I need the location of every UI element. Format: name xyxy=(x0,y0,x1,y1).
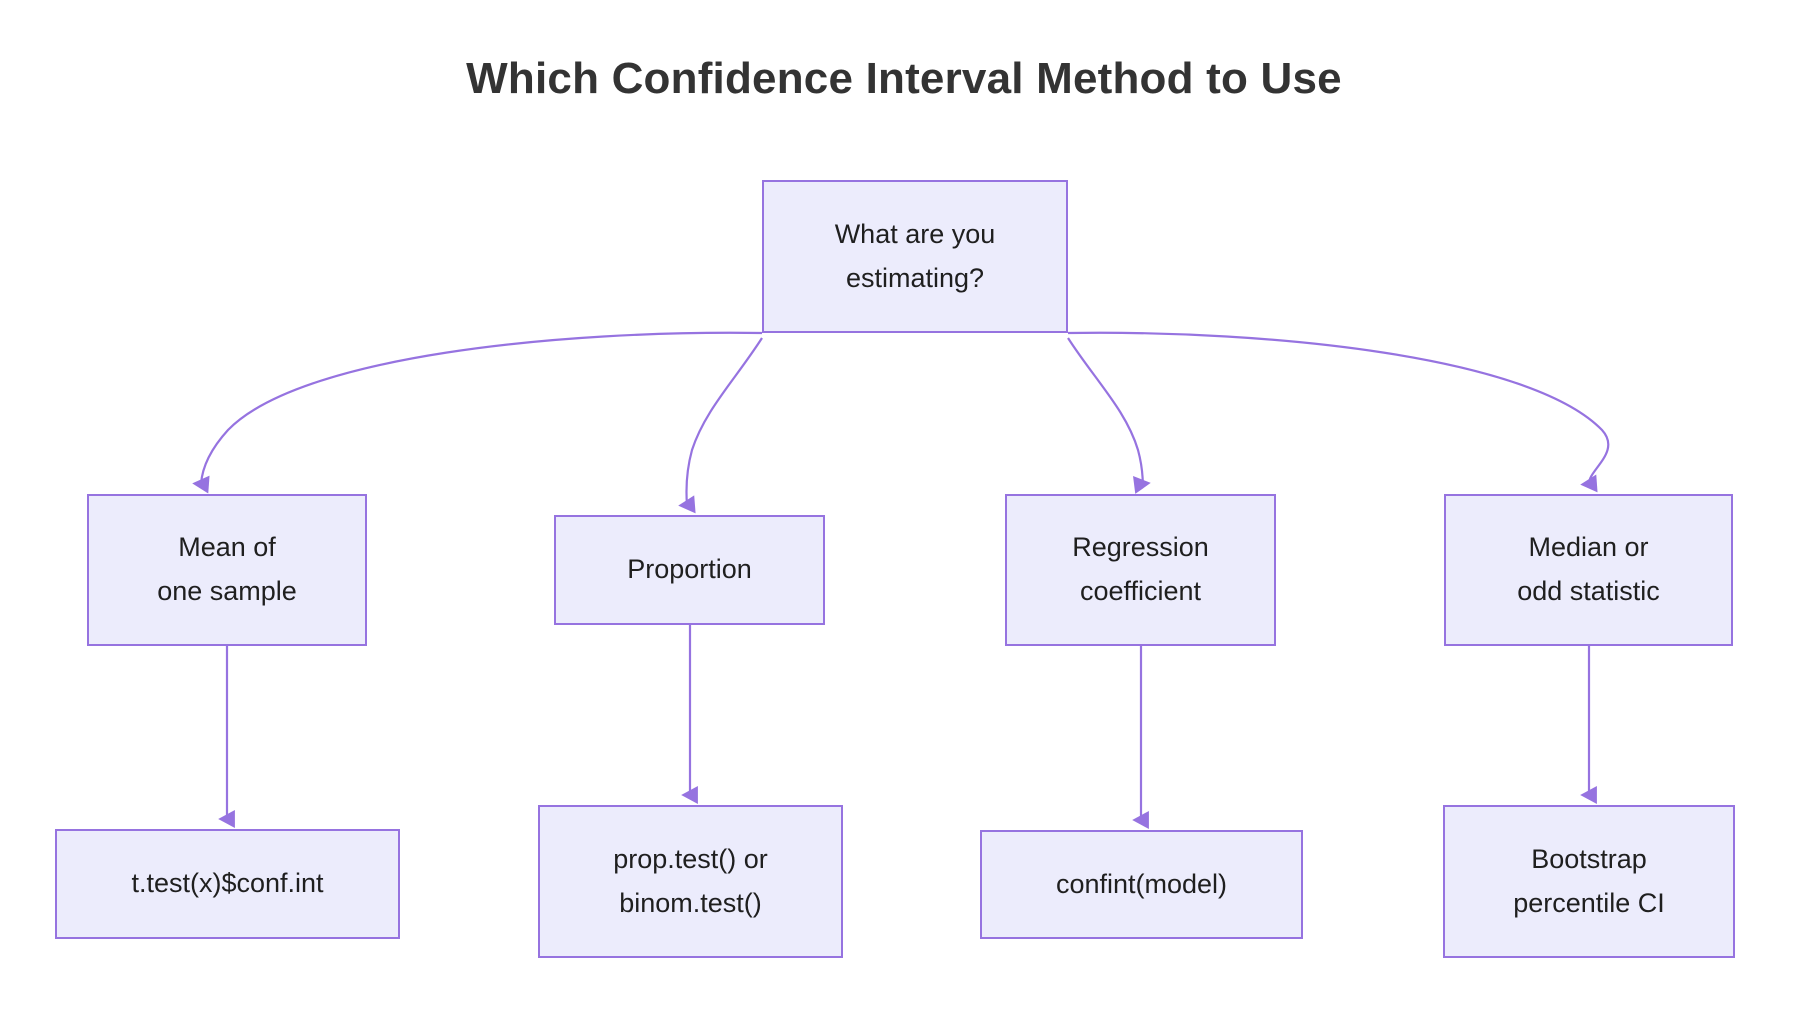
node-prop-test-or-binom-test[interactable]: prop.test() or binom.test() xyxy=(538,805,843,958)
edge-root-to-regression xyxy=(1067,337,1151,494)
node-mean-line2: one sample xyxy=(157,576,297,606)
node-root-line2: estimating? xyxy=(845,262,985,293)
node-mean-line1: Mean of xyxy=(178,532,276,563)
edge-root-to-mean xyxy=(192,331,763,494)
node-regression-coefficient[interactable]: Regression coefficient xyxy=(1005,494,1276,646)
node-root[interactable]: What are you estimating? xyxy=(762,180,1068,333)
node-median-line1: Median or xyxy=(1528,532,1649,563)
edge-root-to-median xyxy=(1067,331,1610,493)
node-proptest-line1: prop.test() or xyxy=(613,843,768,874)
edge-root-to-proportion xyxy=(678,337,763,514)
node-median-line2: odd statistic xyxy=(1517,576,1660,606)
node-ttest-line1: t.test(x)$conf.int xyxy=(131,868,324,899)
node-proportion-line1: Proportion xyxy=(627,554,752,585)
node-confint-model[interactable]: confint(model) xyxy=(980,830,1303,939)
node-regression-line2: coefficient xyxy=(1079,576,1202,606)
node-regression-line1: Regression xyxy=(1072,532,1209,563)
page-title: Which Confidence Interval Method to Use xyxy=(466,54,1342,103)
node-bootstrap-line1: Bootstrap xyxy=(1531,843,1647,874)
node-root-line1: What are you xyxy=(834,218,996,249)
node-confint-line1: confint(model) xyxy=(1055,868,1228,899)
node-proportion[interactable]: Proportion xyxy=(554,515,825,625)
node-bootstrap-percentile-ci[interactable]: Bootstrap percentile CI xyxy=(1443,805,1735,958)
node-mean-of-one-sample[interactable]: Mean of one sample xyxy=(87,494,367,646)
node-bootstrap-line2: percentile CI xyxy=(1513,887,1665,918)
node-proptest-line2: binom.test() xyxy=(619,887,762,918)
node-median-or-odd-statistic[interactable]: Median or odd statistic xyxy=(1444,494,1733,646)
node-ttest-conf-int[interactable]: t.test(x)$conf.int xyxy=(55,829,400,939)
